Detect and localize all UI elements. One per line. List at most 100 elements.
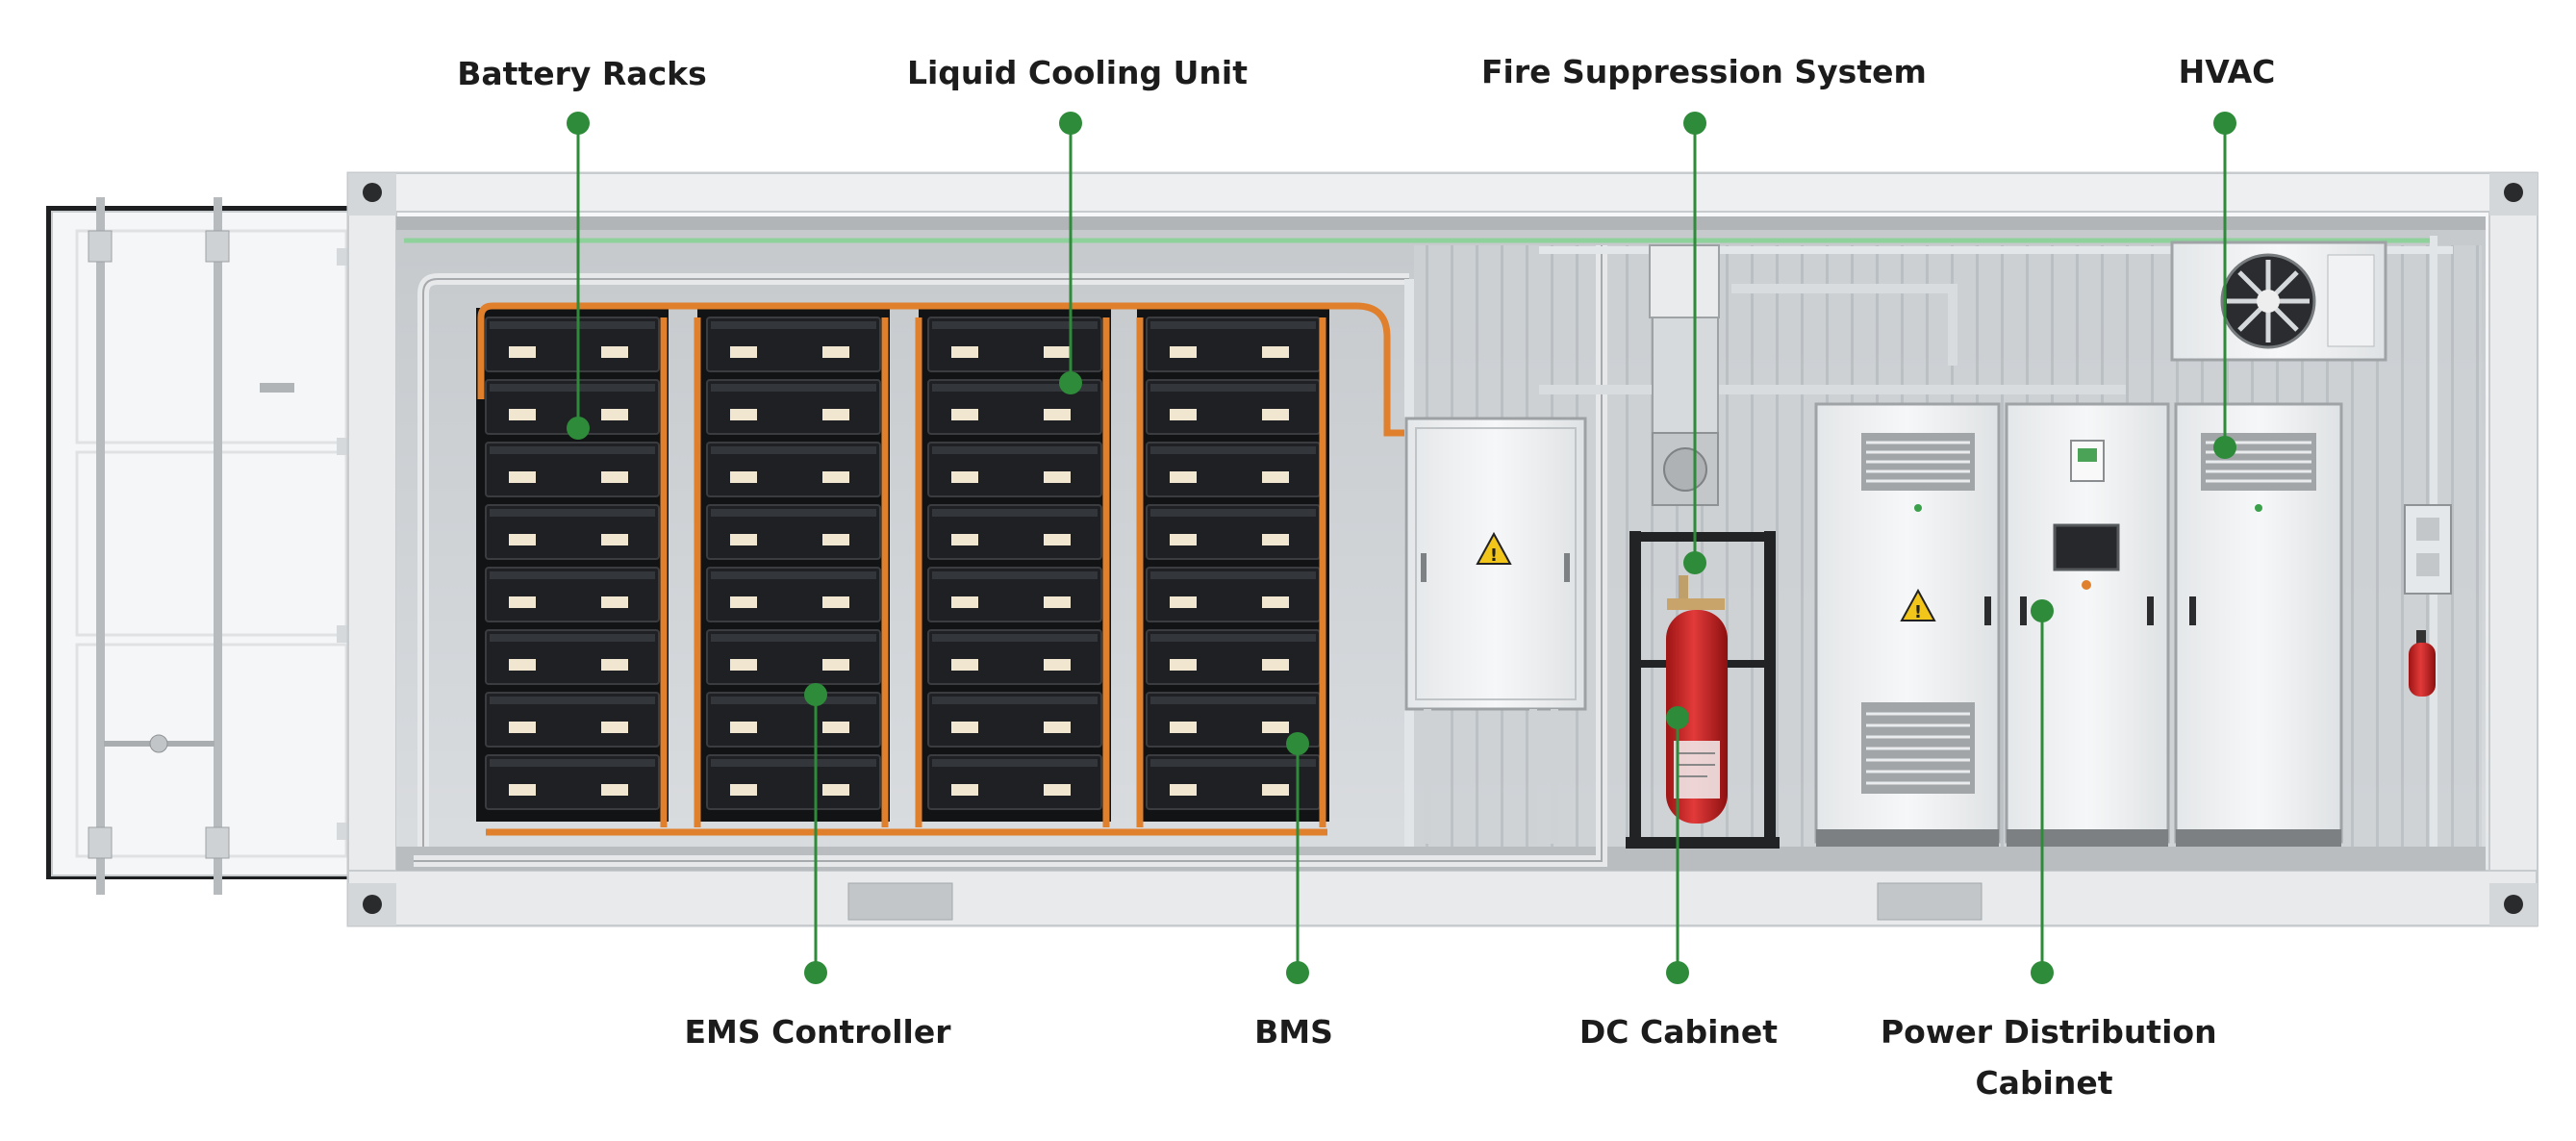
label-dc-cabinet: DC Cabinet <box>1578 1013 1779 1051</box>
battery-module-top <box>490 759 655 767</box>
battery-module-label <box>1262 471 1289 483</box>
svg-text:!: ! <box>1490 545 1498 566</box>
battery-module-label <box>1170 659 1197 671</box>
callout-dot-power-distribution-end <box>2031 961 2054 984</box>
battery-module-top <box>932 759 1098 767</box>
callout-dot-dc-cabinet-end <box>1666 961 1689 984</box>
battery-module-label <box>730 346 757 358</box>
liquid-cooling-pipes <box>477 302 1404 836</box>
battery-module-label <box>601 409 628 420</box>
battery-module-label <box>951 471 978 483</box>
battery-module-top <box>490 634 655 642</box>
battery-module-label <box>822 722 849 733</box>
label-power-distribution-cabinet-line2: Cabinet <box>1975 1064 2113 1102</box>
battery-module-label <box>1262 722 1289 733</box>
battery-module-label <box>1170 596 1197 608</box>
label-hvac: HVAC <box>2178 53 2276 90</box>
callout-dot-hvac-start <box>2213 112 2236 135</box>
battery-module-label <box>1044 409 1071 420</box>
label-battery-racks: Battery Racks <box>457 55 707 92</box>
battery-module-label <box>822 409 849 420</box>
callout-dot-liquid-cooling-unit-start <box>1059 112 1082 135</box>
callout-dot-hvac-end <box>2213 436 2236 459</box>
callout-dot-ems-controller-start <box>804 683 827 706</box>
battery-module-label <box>1044 346 1071 358</box>
label-fire-suppression-system: Fire Suppression System <box>1481 53 1927 90</box>
battery-module-label <box>1262 596 1289 608</box>
callout-dot-fire-suppression-start <box>1683 112 1706 135</box>
battery-module-top <box>1150 634 1316 642</box>
battery-module-top <box>1150 384 1316 392</box>
battery-module-label <box>951 596 978 608</box>
battery-module-label <box>509 784 536 796</box>
battery-module-label <box>951 722 978 733</box>
battery-module-top <box>932 384 1098 392</box>
battery-module-label <box>730 471 757 483</box>
battery-module-label <box>509 346 536 358</box>
battery-module-top <box>932 446 1098 454</box>
battery-module-label <box>730 784 757 796</box>
callout-dot-liquid-cooling-unit-end <box>1059 371 1082 394</box>
hvac-unit <box>2170 241 2387 362</box>
battery-module-label <box>1044 471 1071 483</box>
battery-module-label <box>601 722 628 733</box>
battery-module-label <box>1044 659 1071 671</box>
battery-module-label <box>822 346 849 358</box>
callout-dot-bms-end <box>1286 961 1309 984</box>
battery-module-label <box>822 596 849 608</box>
callout-dot-power-distribution-start <box>2031 599 2054 622</box>
battery-module-label <box>730 534 757 545</box>
battery-module-label <box>1170 784 1197 796</box>
battery-module-label <box>1044 784 1071 796</box>
battery-module-top <box>490 571 655 579</box>
battery-module-label <box>1044 596 1071 608</box>
battery-module-label <box>951 346 978 358</box>
battery-module-label <box>1170 409 1197 420</box>
battery-module-top <box>711 384 876 392</box>
battery-module-top <box>490 509 655 517</box>
battery-module-label <box>509 722 536 733</box>
battery-module-top <box>490 321 655 329</box>
callout-dot-battery-racks-start <box>567 112 590 135</box>
battery-module-label <box>509 596 536 608</box>
battery-module-top <box>932 697 1098 704</box>
battery-module-top <box>1150 446 1316 454</box>
battery-module-label <box>730 596 757 608</box>
battery-module-label <box>601 596 628 608</box>
battery-module-top <box>1150 321 1316 329</box>
battery-module-label <box>1262 659 1289 671</box>
cabinets: ! <box>1814 402 2343 847</box>
battery-module-label <box>601 471 628 483</box>
battery-module-label <box>601 346 628 358</box>
battery-module-label <box>951 659 978 671</box>
battery-module-label <box>822 471 849 483</box>
battery-module-label <box>1170 346 1197 358</box>
battery-module-label <box>1044 722 1071 733</box>
battery-module-top <box>711 697 876 704</box>
battery-module-top <box>1150 571 1316 579</box>
warning-triangle-icon <box>1476 531 1512 565</box>
battery-module-label <box>509 471 536 483</box>
battery-module-top <box>711 571 876 579</box>
fire-suppression-equipment <box>1626 244 1780 849</box>
battery-module-top <box>490 446 655 454</box>
wall-equipment <box>2404 504 2452 697</box>
battery-module-label <box>730 722 757 733</box>
container-door <box>46 197 383 895</box>
battery-module-top <box>932 571 1098 579</box>
battery-module-top <box>932 509 1098 517</box>
callout-dot-bms-start <box>1286 732 1309 755</box>
battery-module-top <box>711 634 876 642</box>
callout-dot-fire-suppression-end <box>1683 551 1706 574</box>
battery-racks <box>476 308 1329 822</box>
battery-module-label <box>601 659 628 671</box>
battery-module-top <box>711 446 876 454</box>
battery-module-label <box>1170 534 1197 545</box>
battery-module-label <box>1262 784 1289 796</box>
callout-dot-battery-racks-end <box>567 417 590 440</box>
battery-module-label <box>951 784 978 796</box>
label-ems-controller: EMS Controller <box>684 1013 951 1051</box>
